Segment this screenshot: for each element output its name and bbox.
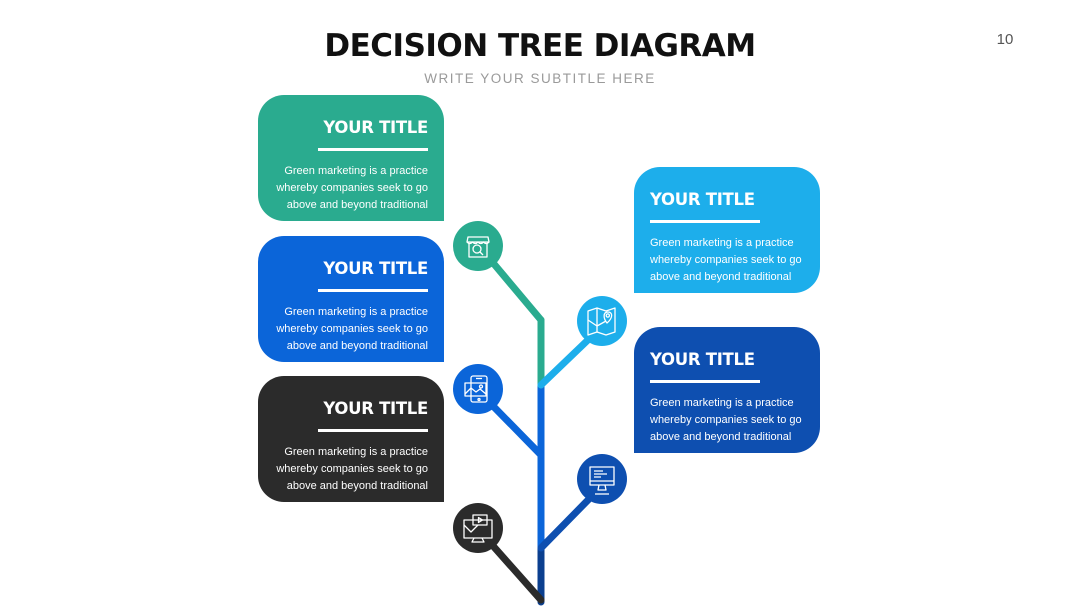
card-text: Green marketing is a practice whereby co…	[276, 165, 428, 211]
card-blue: YOUR TITLE Green marketing is a practice…	[258, 236, 444, 362]
card-title: YOUR TITLE	[323, 259, 428, 278]
card-divider	[650, 380, 760, 383]
desktop-monitor-icon	[589, 466, 615, 495]
card-title: YOUR TITLE	[650, 190, 755, 209]
node-green	[453, 221, 503, 271]
card-green: YOUR TITLE Green marketing is a practice…	[258, 95, 444, 221]
card-text: Green marketing is a practice whereby co…	[650, 397, 802, 443]
card-dark: YOUR TITLE Green marketing is a practice…	[258, 376, 444, 502]
card-text: Green marketing is a practice whereby co…	[650, 237, 802, 283]
card-text: Green marketing is a practice whereby co…	[276, 446, 428, 492]
card-title: YOUR TITLE	[323, 399, 428, 418]
card-divider	[318, 148, 428, 151]
card-divider	[318, 429, 428, 432]
node-light-blue	[577, 296, 627, 346]
card-divider	[318, 289, 428, 292]
node-navy	[577, 454, 627, 504]
page-number: 10	[996, 31, 1014, 48]
map-location-icon	[587, 307, 616, 336]
node-dark	[453, 503, 503, 553]
video-monitor-icon	[463, 514, 493, 543]
branch-dark	[490, 543, 545, 604]
card-text: Green marketing is a practice whereby co…	[276, 306, 428, 352]
card-divider	[650, 220, 760, 223]
slide-title: DECISION TREE DIAGRAM	[324, 28, 756, 64]
node-blue	[453, 364, 503, 414]
branch-green	[490, 260, 545, 324]
branch-navy	[537, 494, 594, 552]
slide-subtitle: WRITE YOUR SUBTITLE HERE	[424, 71, 656, 86]
store-search-icon	[466, 236, 490, 258]
branch-light-blue	[537, 334, 594, 389]
card-light-blue: YOUR TITLE Green marketing is a practice…	[634, 167, 820, 293]
branch-blue	[490, 403, 545, 459]
card-navy: YOUR TITLE Green marketing is a practice…	[634, 327, 820, 453]
card-title: YOUR TITLE	[323, 118, 428, 137]
mobile-image-icon	[464, 375, 488, 403]
card-title: YOUR TITLE	[650, 350, 755, 369]
